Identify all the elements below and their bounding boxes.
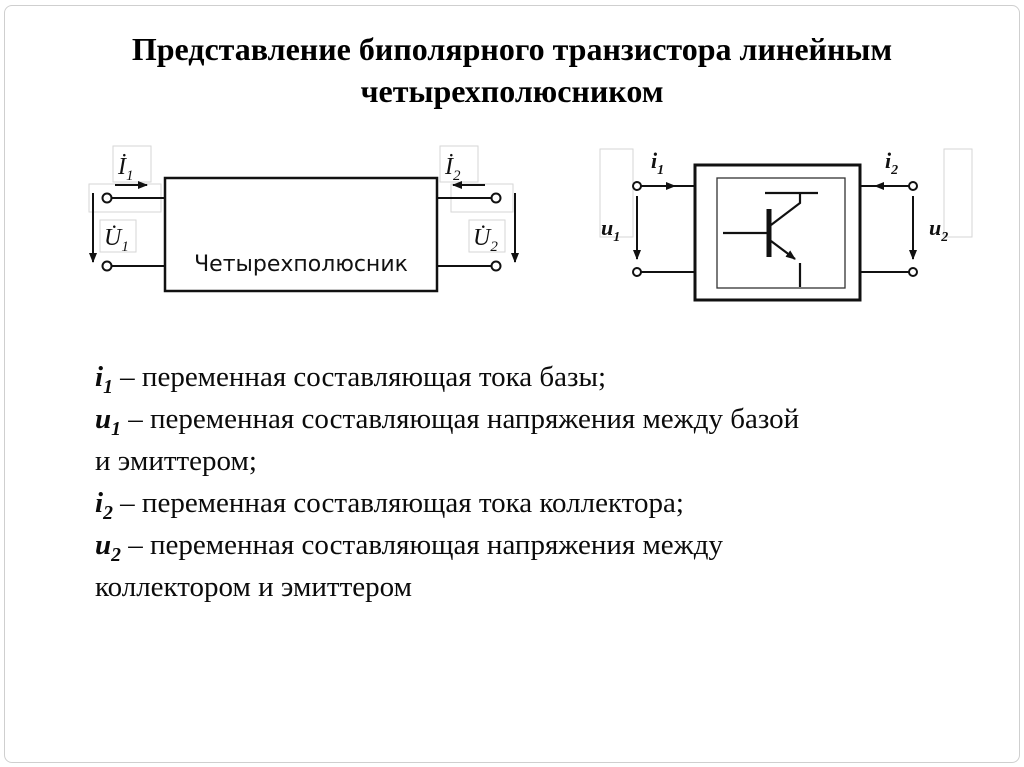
- var-symbol: i: [95, 361, 104, 393]
- two-port-network-diagram: İ1 İ2 U̇1 U̇2 Четырехполюсник: [88, 145, 519, 293]
- label-i2: i2: [885, 148, 898, 178]
- subscript: 1: [657, 163, 664, 178]
- label-u1: U̇1: [104, 225, 129, 255]
- label-u2: u2: [929, 215, 948, 245]
- definition-u1: u1 – переменная составляющая напряжения …: [95, 398, 995, 440]
- two-port-box: [163, 176, 439, 293]
- definition-i2: i2 – переменная составляющая тока коллек…: [95, 482, 995, 524]
- terminals: [101, 192, 502, 272]
- frame-i1: [112, 145, 152, 183]
- frame-left-strip: [599, 148, 634, 238]
- direction-arrows: [633, 182, 917, 260]
- subscript: 1: [126, 168, 134, 184]
- collector-lead: [770, 193, 802, 226]
- terminal-bottom-right: [490, 260, 502, 272]
- frame-u1: [99, 219, 137, 253]
- symbol: U̇: [473, 225, 492, 251]
- label-u2: U̇2: [473, 225, 498, 255]
- label-i2: İ2: [444, 154, 461, 184]
- terminal-bottom-left: [632, 267, 642, 277]
- terminal-top-right: [908, 181, 918, 191]
- var-subscript: 1: [103, 375, 113, 398]
- symbol: i: [885, 148, 892, 173]
- slide-title: Представление биполярного транзистора ли…: [0, 28, 1024, 112]
- definition-text: коллектором и эмиттером: [95, 571, 412, 603]
- port-wires: [112, 197, 491, 267]
- definitions-block: i1 – переменная составляющая тока базы; …: [95, 356, 995, 608]
- terminal-top-left: [101, 192, 113, 204]
- definition-text: – переменная составляющая тока коллектор…: [112, 487, 684, 519]
- title-line-1: Представление биполярного транзистора ли…: [131, 31, 893, 67]
- subscript: 2: [940, 230, 948, 245]
- var-symbol: u: [95, 529, 112, 561]
- definition-u2-continued: коллектором и эмиттером: [95, 566, 995, 608]
- terminal-top-left: [632, 181, 642, 191]
- label-i1: İ1: [117, 154, 134, 184]
- var-symbol: i: [95, 487, 104, 519]
- var-subscript: 2: [103, 501, 113, 524]
- definition-text: – переменная составляющая напряжения меж…: [121, 529, 723, 561]
- label-i1: i1: [651, 148, 664, 178]
- subscript: 1: [613, 230, 620, 245]
- subscript: 1: [121, 239, 129, 255]
- transistor-two-port-diagram: i1 i2 u1 u2: [599, 148, 973, 302]
- definition-text: – переменная составляющая напряжения меж…: [121, 403, 800, 435]
- subscript: 2: [890, 163, 898, 178]
- terminal-bottom-right: [908, 267, 918, 277]
- frame-right-strip: [943, 148, 973, 238]
- var-subscript: 1: [111, 417, 121, 440]
- terminal-bottom-left: [101, 260, 113, 272]
- definition-text: – переменная составляющая тока базы;: [112, 361, 607, 393]
- var-symbol: u: [95, 403, 112, 435]
- definition-u1-continued: и эмиттером;: [95, 440, 995, 482]
- symbol: i: [651, 148, 658, 173]
- symbol: u: [929, 215, 941, 240]
- frame-u2: [468, 219, 506, 253]
- subscript: 2: [453, 168, 461, 184]
- subscript: 2: [490, 239, 498, 255]
- two-port-box-label: Четырехполюсник: [194, 252, 408, 277]
- label-u1: u1: [601, 215, 620, 245]
- transistor-symbol: [723, 191, 818, 287]
- emitter-lead: [770, 240, 796, 260]
- terminals: [632, 181, 918, 277]
- title-line-2: четырехполюсником: [360, 73, 664, 109]
- symbol: İ: [444, 154, 454, 180]
- direction-arrows: [89, 181, 519, 263]
- symbol: u: [601, 215, 613, 240]
- var-subscript: 2: [111, 543, 121, 566]
- background-frames: [599, 148, 973, 238]
- symbol: İ: [117, 154, 127, 180]
- definition-text: и эмиттером;: [95, 445, 257, 477]
- definition-i1: i1 – переменная составляющая тока базы;: [95, 356, 995, 398]
- definition-u2: u2 – переменная составляющая напряжения …: [95, 524, 995, 566]
- symbol: U̇: [104, 225, 123, 251]
- terminal-top-right: [490, 192, 502, 204]
